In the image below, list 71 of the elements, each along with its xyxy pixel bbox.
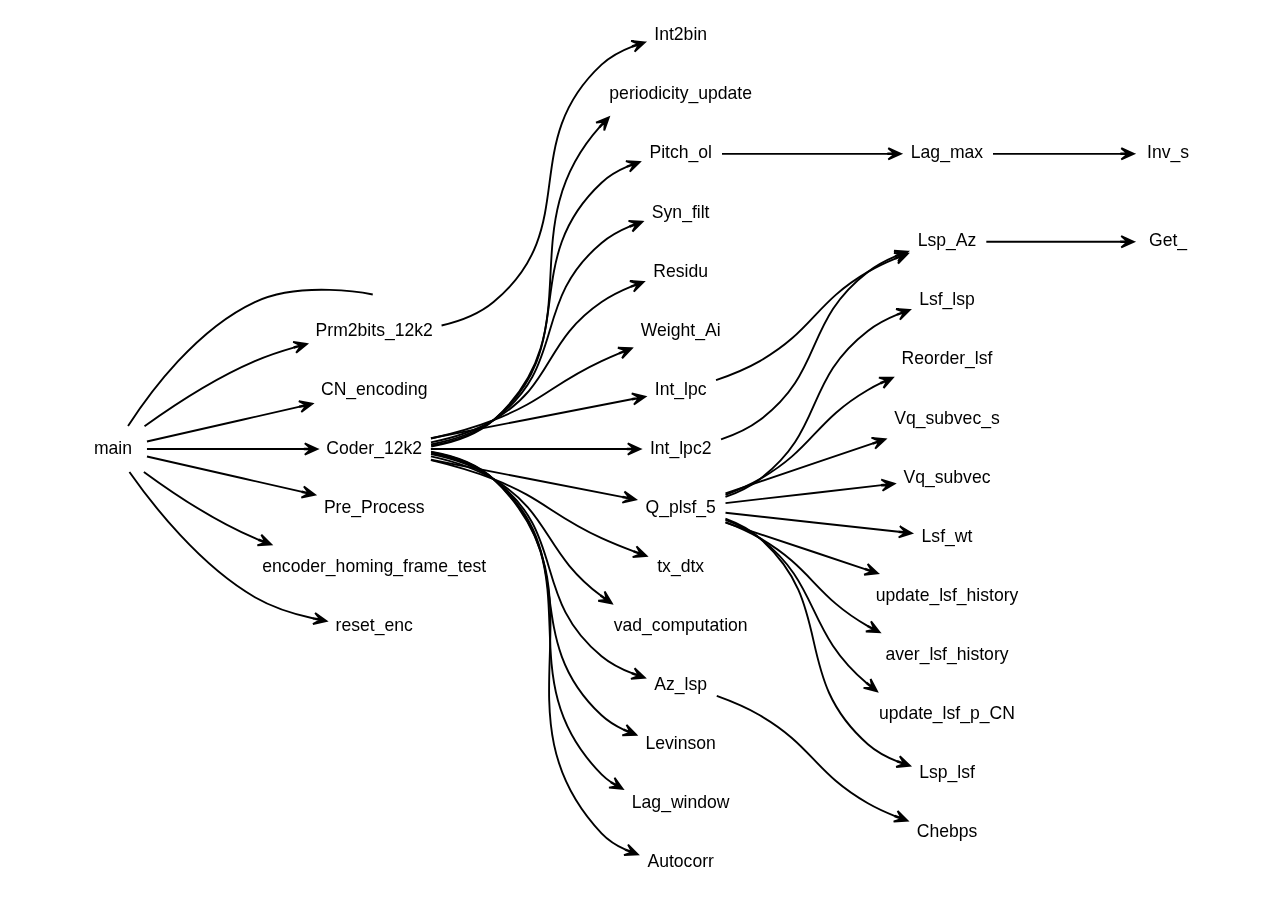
node-text: update_lsf_p_CN <box>879 702 1015 723</box>
node-text: update_lsf_history <box>875 584 1019 605</box>
arrow <box>724 308 911 498</box>
node-text: Az_lsp <box>654 673 708 694</box>
arrow <box>430 346 633 440</box>
arrow <box>430 452 637 737</box>
node-text: vad_computation <box>613 614 748 635</box>
node-text: Chebps <box>916 820 978 841</box>
arrow <box>724 376 894 496</box>
node-text: reset_enc <box>335 614 413 635</box>
node-text: Int_lpc <box>654 378 707 399</box>
node-text: Weight_Ai <box>640 319 721 340</box>
arrow <box>430 280 645 444</box>
arrow <box>429 392 647 440</box>
arrow <box>430 451 624 790</box>
node-text: main <box>93 437 132 458</box>
arrow <box>724 517 911 768</box>
arrow <box>142 470 273 547</box>
node-text: Int2bin <box>654 24 708 45</box>
node-text: Reorder_lsf <box>901 348 993 369</box>
arrow <box>724 437 887 495</box>
arrow <box>430 455 613 605</box>
node-text: Inv_s <box>1147 142 1190 163</box>
arrow <box>724 521 881 634</box>
node-text: Pre_Process <box>323 496 425 517</box>
connector <box>127 288 374 427</box>
node-text: Lsf_lsp <box>919 289 975 310</box>
node-text: Prm2bits_12k2 <box>315 319 433 340</box>
node-text: Lag_window <box>631 791 730 812</box>
arrow <box>724 478 896 504</box>
node-text: Lsp_Az <box>917 230 977 251</box>
node-text: Int_lpc2 <box>649 437 712 458</box>
arrow <box>430 219 644 446</box>
arrow <box>430 450 639 857</box>
arrow <box>440 40 646 327</box>
node-text: Pitch_ol <box>649 142 712 163</box>
node-text: Levinson <box>645 732 716 753</box>
node-text: aver_lsf_history <box>885 643 1009 664</box>
node-text: Vq_subvec <box>903 466 991 487</box>
arrow <box>128 471 328 626</box>
arrow <box>430 459 648 558</box>
arrow <box>146 455 316 499</box>
node-text: encoder_homing_frame_test <box>262 555 487 576</box>
arrow <box>143 340 308 428</box>
node-text: Vq_subvec_s <box>894 407 1000 428</box>
node-text: Get_ <box>1149 230 1188 251</box>
arrow <box>146 400 314 443</box>
arrow <box>430 160 641 447</box>
arrow <box>429 442 642 456</box>
arrow <box>715 695 909 823</box>
arrow <box>430 116 610 448</box>
arrow <box>985 235 1135 249</box>
arrow <box>724 511 913 539</box>
arrow <box>724 519 878 693</box>
node-text: Lag_max <box>910 142 984 163</box>
arrow <box>721 147 902 161</box>
node-text: tx_dtx <box>657 555 705 576</box>
arrow <box>992 147 1135 161</box>
node-text: periodicity_update <box>609 83 753 104</box>
arrow <box>724 521 879 576</box>
node-text: Syn_filt <box>651 201 710 222</box>
node-text: CN_encoding <box>320 378 428 399</box>
node-text: Lsf_wt <box>921 525 973 546</box>
node-text: Autocorr <box>647 850 714 871</box>
arrow <box>146 442 319 456</box>
node-text: Residu <box>653 260 709 281</box>
node-text: Lsp_lsf <box>919 761 975 782</box>
node-text: Coder_12k2 <box>326 437 423 458</box>
node-text: Q_plsf_5 <box>645 496 716 517</box>
arrow <box>429 458 637 504</box>
arrow <box>430 453 646 680</box>
